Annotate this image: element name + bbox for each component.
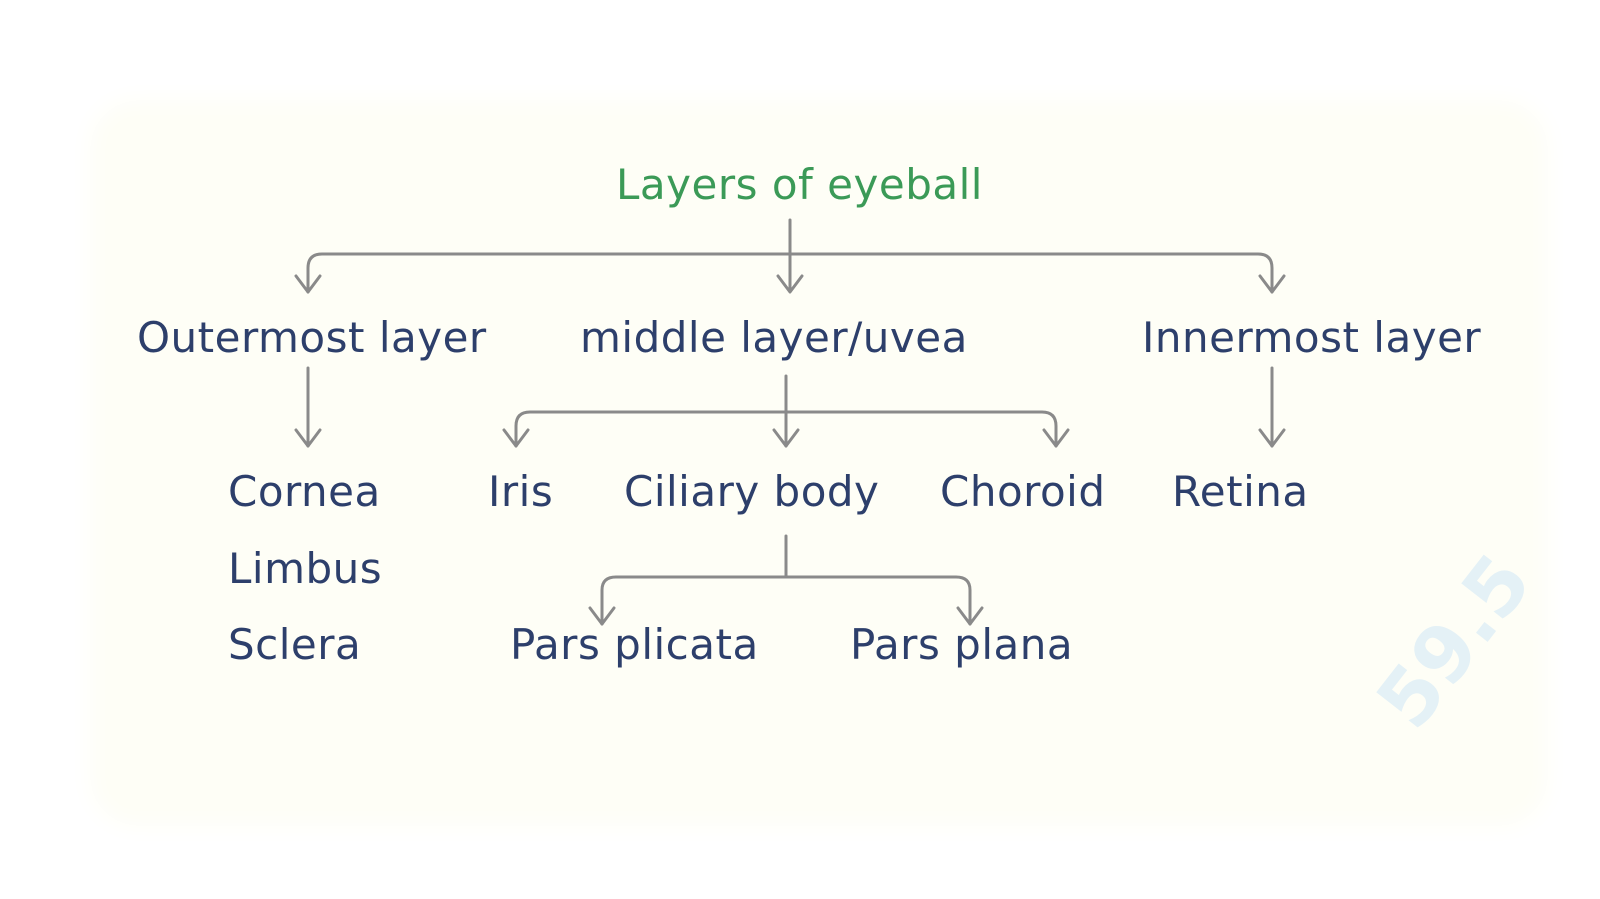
arrowhead-middle — [776, 274, 804, 294]
arrowhead-choroid — [1042, 428, 1070, 448]
node-pars-plicata: Pars plicata — [510, 620, 759, 669]
node-limbus: Limbus — [228, 544, 383, 593]
node-outermost-layer: Outermost layer — [137, 313, 487, 362]
diagram-background — [108, 118, 1530, 808]
node-sclera: Sclera — [228, 620, 362, 669]
title-branch-bar — [306, 252, 1274, 294]
ciliary-branch-bar — [600, 575, 972, 626]
arrowhead-cornea — [294, 428, 322, 448]
diagram-title: Layers of eyeball — [616, 160, 983, 209]
node-retina: Retina — [1172, 467, 1309, 516]
arrowhead-iris — [502, 428, 530, 448]
arrowhead-outer — [294, 274, 322, 294]
arrowhead-pars-plana — [956, 606, 984, 626]
arrowhead-pars-plicata — [588, 606, 616, 626]
arrowhead-inner — [1258, 274, 1286, 294]
node-middle-layer: middle layer/uvea — [580, 313, 968, 362]
node-ciliary-body: Ciliary body — [624, 467, 880, 516]
middle-branch-bar — [514, 410, 1058, 448]
arrowhead-ciliary — [772, 428, 800, 448]
arrowhead-retina — [1258, 428, 1286, 448]
node-pars-plana: Pars plana — [850, 620, 1074, 669]
node-innermost-layer: Innermost layer — [1142, 313, 1482, 362]
node-iris: Iris — [488, 467, 554, 516]
node-cornea: Cornea — [228, 467, 381, 516]
node-choroid: Choroid — [940, 467, 1106, 516]
